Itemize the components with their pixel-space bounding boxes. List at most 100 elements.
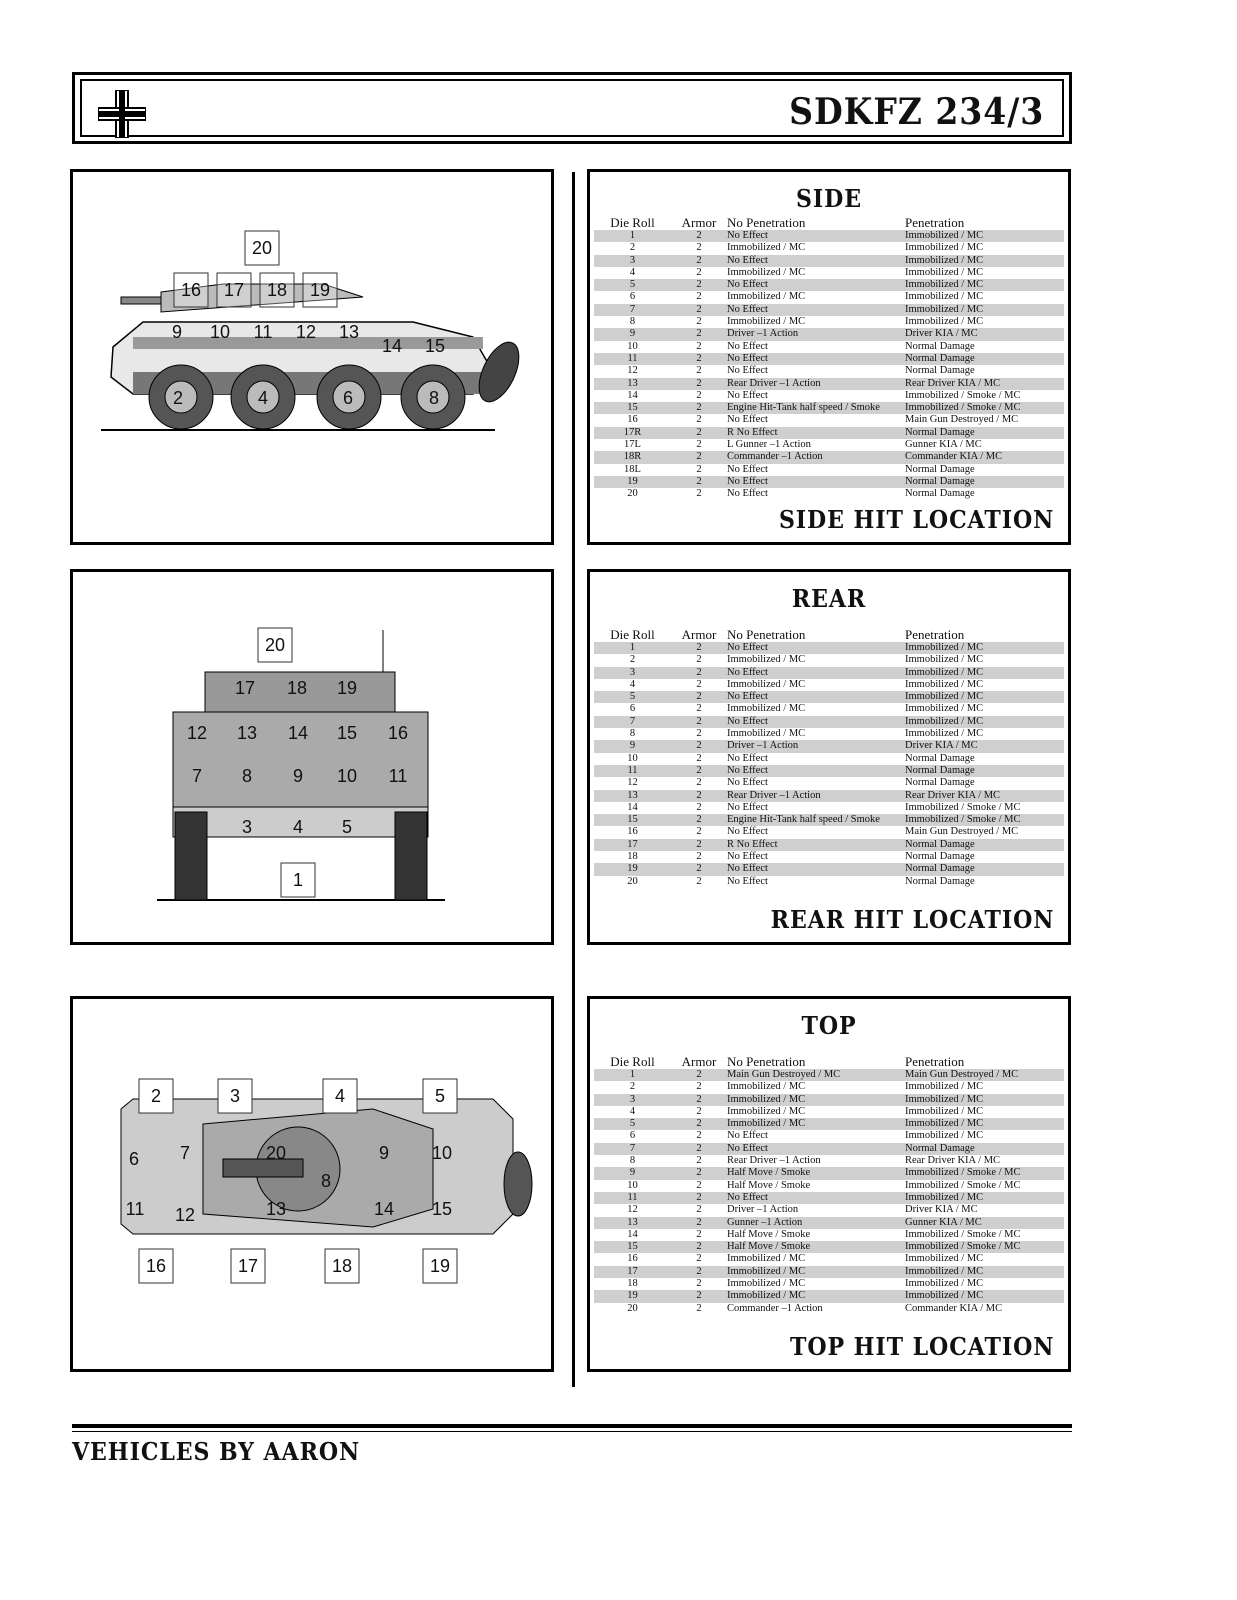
- side-label-8: 8: [429, 388, 439, 408]
- cell-no-penetration: Immobilized / MC: [727, 728, 806, 740]
- cell-armor: 2: [696, 291, 702, 303]
- cell-penetration: Driver KIA / MC: [905, 1204, 978, 1216]
- cell-die-roll: 14: [627, 1228, 638, 1240]
- side-label-16: 16: [181, 280, 201, 300]
- cell-armor: 2: [671, 838, 727, 852]
- cell-die-roll: 6: [629, 703, 636, 715]
- cell-penetration: Immobilized / MC: [905, 654, 984, 666]
- cell-no-penetration: Immobilized / MC: [727, 654, 806, 666]
- cell-die-roll: 5: [594, 691, 671, 704]
- cell-penetration: Normal Damage: [905, 1142, 1064, 1156]
- cell-die-roll: 4: [629, 1105, 636, 1117]
- cell-armor: 2: [696, 875, 702, 887]
- rear-label-9: 9: [293, 766, 303, 786]
- side-label-4: 4: [258, 388, 268, 408]
- cell-armor: 2: [696, 826, 702, 838]
- cell-penetration: Immobilized / Smoke / MC: [905, 1167, 1064, 1180]
- top-label-6: 6: [129, 1149, 139, 1169]
- top-label-16: 16: [146, 1256, 166, 1276]
- cell-no-penetration: No Effect: [727, 463, 768, 475]
- cell-die-roll: 15: [594, 814, 671, 827]
- cell-penetration: Gunner KIA / MC: [905, 1216, 1064, 1229]
- cell-armor: 2: [671, 666, 727, 679]
- rear-label-13: 13: [237, 723, 257, 743]
- rear-label-19: 19: [337, 678, 357, 698]
- cell-armor: 2: [671, 1118, 727, 1131]
- cell-armor: 2: [696, 463, 702, 475]
- cell-penetration: Immobilized / Smoke / MC: [905, 389, 1021, 401]
- cell-die-roll: 11: [594, 764, 671, 778]
- cell-penetration: Driver KIA / MC: [905, 328, 1064, 341]
- cell-die-roll: 14: [627, 801, 638, 813]
- footer-credit: VEHICLES BY AARON: [72, 1437, 361, 1466]
- cell-armor: 2: [696, 1253, 702, 1265]
- col-no-penetration: No Penetration: [727, 215, 806, 230]
- top-label-2: 2: [151, 1086, 161, 1106]
- cell-no-penetration: Immobilized / MC: [727, 242, 806, 254]
- cell-die-roll: 9: [594, 740, 671, 753]
- cell-armor: 2: [696, 678, 702, 690]
- cell-no-penetration: No Effect: [727, 1142, 905, 1156]
- top-label-11: 11: [126, 1199, 145, 1219]
- side-label-10: 10: [210, 322, 230, 342]
- cell-die-roll: 3: [594, 254, 671, 267]
- col-penetration: Penetration: [905, 1054, 965, 1069]
- footer-rule-thin: [72, 1431, 1072, 1432]
- cell-die-roll: 11: [594, 352, 671, 366]
- cell-die-roll: 4: [629, 678, 636, 690]
- top-label-9: 9: [379, 1143, 389, 1163]
- cell-armor: 2: [671, 1069, 727, 1082]
- cell-no-penetration: Rear Driver –1 Action: [727, 377, 905, 390]
- cell-armor: 2: [696, 1155, 702, 1167]
- cell-penetration: Immobilized / Smoke / MC: [905, 814, 1064, 827]
- side-label-2: 2: [173, 388, 183, 408]
- cell-die-roll: 20: [627, 875, 638, 887]
- cell-penetration: Immobilized / MC: [905, 691, 1064, 704]
- cell-die-roll: 17: [594, 1265, 671, 1279]
- cell-penetration: Immobilized / MC: [905, 1253, 984, 1265]
- cell-die-roll: 1: [594, 1069, 671, 1082]
- cell-no-penetration: Engine Hit-Tank half speed / Smoke: [727, 814, 905, 827]
- cell-die-roll: 20: [627, 488, 638, 500]
- top-label-12: 12: [175, 1205, 195, 1225]
- cell-penetration: Immobilized / MC: [905, 678, 984, 690]
- rear-label-5: 5: [342, 817, 352, 837]
- title-bar: SDKFZ 234/3: [72, 72, 1072, 144]
- cell-no-penetration: Driver –1 Action: [727, 1204, 799, 1216]
- cell-no-penetration: Immobilized / MC: [727, 1278, 806, 1290]
- cell-no-penetration: Immobilized / MC: [727, 1081, 806, 1093]
- rear-label-8: 8: [242, 766, 252, 786]
- cell-no-penetration: No Effect: [727, 1130, 768, 1142]
- rear-label-14: 14: [288, 723, 308, 743]
- rear-table-panel: REAR Die Roll Armor No Penetration Penet…: [587, 569, 1071, 945]
- cell-no-penetration: Gunner –1 Action: [727, 1216, 905, 1229]
- side-label-15: 15: [425, 336, 445, 356]
- cell-no-penetration: No Effect: [727, 352, 905, 366]
- cell-armor: 2: [671, 814, 727, 827]
- cell-die-roll: 19: [594, 863, 671, 876]
- cell-penetration: Immobilized / MC: [905, 728, 984, 740]
- cell-die-roll: 12: [627, 777, 638, 789]
- cell-no-penetration: No Effect: [727, 826, 768, 838]
- cell-die-roll: 16: [627, 826, 638, 838]
- rear-label-4: 4: [293, 817, 303, 837]
- cell-penetration: Immobilized / MC: [905, 279, 1064, 292]
- cell-no-penetration: No Effect: [727, 875, 768, 887]
- top-label-15: 15: [432, 1199, 452, 1219]
- side-table-title: SIDE: [796, 184, 862, 213]
- cell-no-penetration: No Effect: [727, 715, 905, 729]
